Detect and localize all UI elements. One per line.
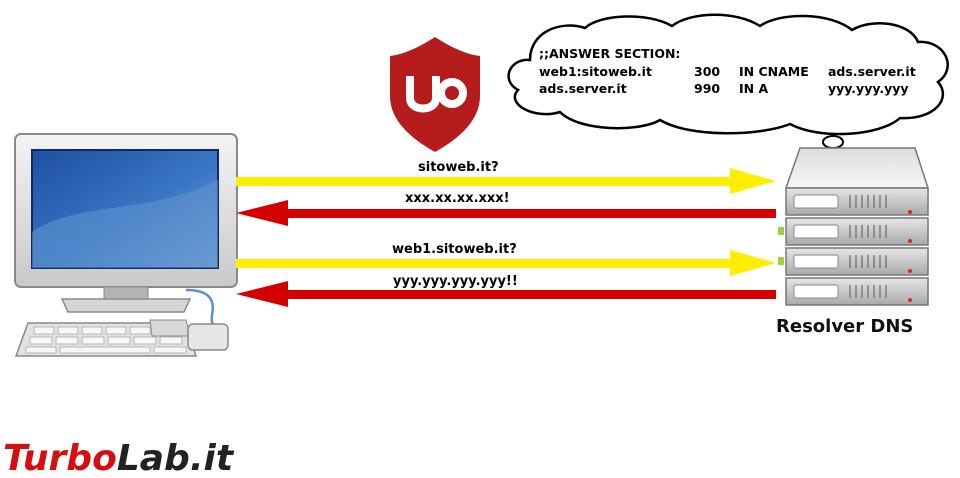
ublock-origin-shield-icon [390,37,480,152]
dns-server-icon [778,147,930,306]
logo-text: TurboLab.it [3,438,235,478]
reply-label-1: xxx.xx.xx.xxx! [405,191,510,206]
record-2-name: ads.server.it [539,81,627,96]
arrows [236,168,776,307]
reply-label-2: yyy.yyy.yyy.yyy!! [393,274,518,289]
query-arrow-2 [730,250,776,276]
record-1-type: IN CNAME [739,64,809,79]
record-1-name: web1:sitoweb.it [539,64,652,79]
logo-part-lab: Lab.it [117,438,235,478]
record-1-value: ads.server.it [828,64,916,79]
record-2-type: IN A [739,81,768,96]
reply-arrow-1 [236,200,288,226]
query-arrow-1 [730,168,776,194]
record-2-value: yyy.yyy.yyy [828,81,909,96]
reply-arrow-2 [236,281,288,307]
answer-section-header: ;;ANSWER SECTION: [539,46,680,61]
query-label-2: web1.sitoweb.it? [392,242,517,257]
turbolab-logo: TurboLab.it [3,438,235,478]
record-2-ttl: 990 [694,81,720,96]
query-label-1: sitoweb.it? [418,160,499,175]
resolver-dns-label: Resolver DNS [776,316,913,337]
record-1-ttl: 300 [694,64,720,79]
logo-part-turbo: Turbo [3,438,117,478]
computer-icon [14,133,238,357]
